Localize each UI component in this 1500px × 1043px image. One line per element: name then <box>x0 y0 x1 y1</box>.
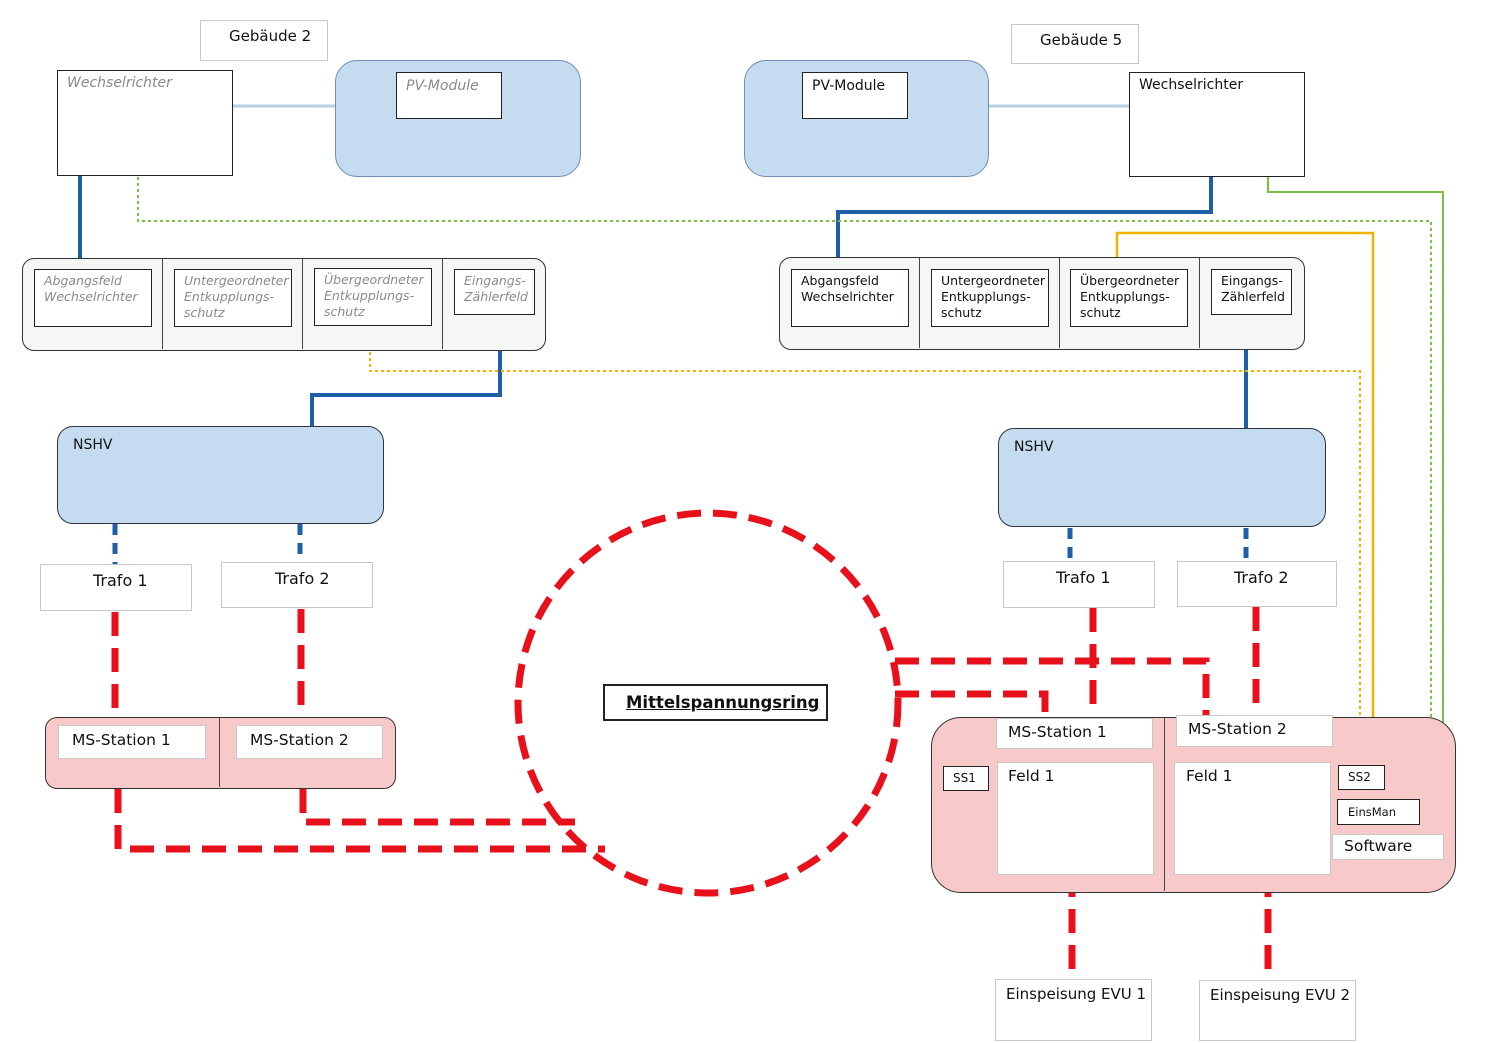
feld1-left-label: Feld 1 <box>1008 767 1055 785</box>
trafo2-left-label: Trafo 2 <box>275 569 330 588</box>
field-untergeordnet-right[interactable]: Untergeordneter Entkupplungs- schutz <box>931 269 1049 327</box>
trafo2-right[interactable]: Trafo 2 <box>1177 561 1337 607</box>
trafo1-right[interactable]: Trafo 1 <box>1003 561 1155 608</box>
lv-line-left-nshv <box>310 350 502 427</box>
ms-stations-left: MS-Station 1 MS-Station 2 <box>45 717 396 789</box>
pv-group-right: PV-Module <box>744 60 989 177</box>
ms-station2-right-label: MS-Station 2 <box>1188 720 1287 738</box>
field-label: Untergeordneter Entkupplungs- schutz <box>941 273 1046 320</box>
ss2-box[interactable]: SS2 <box>1338 765 1385 790</box>
ms-stations-right: MS-Station 1 MS-Station 2 SS1 Feld 1 Fel… <box>931 715 1456 893</box>
field-abgang-left[interactable]: Abgangsfeld Wechselrichter <box>34 269 152 327</box>
trafo1-left-label: Trafo 1 <box>93 571 148 590</box>
field-zaehler-right[interactable]: Eingangs- Zählerfeld <box>1211 269 1292 315</box>
field-uebergeordnet-right[interactable]: Übergeordneter Entkupplungs- schutz <box>1070 269 1188 327</box>
evu-feed-2-label: Einspeisung EVU 2 <box>1210 986 1351 1004</box>
mv-ring <box>514 509 902 897</box>
ss1-label: SS1 <box>953 771 976 785</box>
mv-ring-label: Mittelspannungsring <box>626 693 820 712</box>
nshv-right-label: NSHV <box>1014 439 1054 455</box>
ms-station1-right[interactable]: MS-Station 1 <box>996 718 1153 749</box>
mv-left-ms1-ring <box>114 789 605 853</box>
inverter-left[interactable]: Wechselrichter <box>57 70 233 176</box>
evu-feed-2[interactable]: Einspeisung EVU 2 <box>1199 980 1356 1041</box>
nshv-right[interactable]: NSHV <box>998 428 1326 527</box>
panel-divider <box>302 259 303 349</box>
panel-divider <box>1164 718 1165 891</box>
feld1-right-box[interactable]: Feld 1 <box>1174 762 1331 875</box>
feld1-left-box[interactable]: Feld 1 <box>997 762 1154 875</box>
mv-ring-right-inner <box>895 690 1049 716</box>
einsman-box[interactable]: EinsMan <box>1337 799 1420 825</box>
nshv-left[interactable]: NSHV <box>57 426 384 524</box>
panel-divider <box>919 258 920 348</box>
field-abgang-right[interactable]: Abgangsfeld Wechselrichter <box>791 269 909 327</box>
field-label: Eingangs- Zählerfeld <box>1221 273 1285 304</box>
panel-divider <box>442 259 443 349</box>
control-dotted-green <box>137 177 1432 833</box>
software-label: Software <box>1344 837 1413 855</box>
field-label: Untergeordneter Entkupplungs- schutz <box>184 273 289 320</box>
field-uebergeordnet-left[interactable]: Übergeordneter Entkupplungs- schutz <box>314 268 432 326</box>
evu-feed-1-label: Einspeisung EVU 1 <box>1006 985 1147 1003</box>
field-untergeordnet-left[interactable]: Untergeordneter Entkupplungs- schutz <box>174 269 292 327</box>
building-label-right: Gebäude 5 <box>1011 24 1139 64</box>
inverter-right-label: Wechselrichter <box>1139 77 1244 93</box>
ms-station2-right[interactable]: MS-Station 2 <box>1176 715 1333 747</box>
ms-station2-left-label: MS-Station 2 <box>250 731 349 749</box>
field-zaehler-left[interactable]: Eingangs- Zählerfeld <box>454 269 535 315</box>
field-label: Übergeordneter Entkupplungs- schutz <box>324 272 424 319</box>
pv-group-left: PV-Module <box>335 60 581 177</box>
lv-line-right-inverter <box>836 176 1213 270</box>
ms-station1-right-label: MS-Station 1 <box>1008 723 1107 741</box>
ms-station1-left-label: MS-Station 1 <box>72 731 171 749</box>
panel-divider <box>162 259 163 349</box>
lv-switchgear-left: Abgangsfeld Wechselrichter Untergeordnet… <box>22 258 546 351</box>
software-box[interactable]: Software <box>1332 834 1444 860</box>
building-name-right: Gebäude 5 <box>1040 31 1123 49</box>
trafo2-left[interactable]: Trafo 2 <box>221 562 373 608</box>
control-solid-green <box>1267 176 1444 833</box>
inverter-left-label: Wechselrichter <box>67 75 172 91</box>
trafo2-right-label: Trafo 2 <box>1234 568 1289 587</box>
control-solid-orange-top <box>1115 231 1375 765</box>
control-dotted-orange <box>369 328 1361 770</box>
evu-feed-1[interactable]: Einspeisung EVU 1 <box>995 979 1152 1041</box>
trafo1-left[interactable]: Trafo 1 <box>40 564 192 611</box>
ss2-label: SS2 <box>1348 770 1371 784</box>
trafo1-right-label: Trafo 1 <box>1056 568 1111 587</box>
feld1-right-label: Feld 1 <box>1186 767 1233 785</box>
field-label: Übergeordneter Entkupplungs- schutz <box>1080 273 1180 320</box>
field-label: Eingangs- Zählerfeld <box>464 273 528 304</box>
building-label-left: Gebäude 2 <box>200 20 328 61</box>
building-name-left: Gebäude 2 <box>229 27 312 45</box>
inverter-right[interactable]: Wechselrichter <box>1129 72 1305 177</box>
pv-module-left-label: PV-Module <box>406 78 479 94</box>
field-label: Abgangsfeld Wechselrichter <box>801 273 894 304</box>
pv-module-right-label: PV-Module <box>812 78 886 94</box>
pv-module-right[interactable]: PV-Module <box>802 72 908 119</box>
panel-divider <box>1059 258 1060 348</box>
mv-ring-right-outer <box>895 657 1210 716</box>
ms-station1-left[interactable]: MS-Station 1 <box>58 725 206 759</box>
field-label: Abgangsfeld Wechselrichter <box>44 273 138 304</box>
lv-switchgear-right: Abgangsfeld Wechselrichter Untergeordnet… <box>779 257 1305 350</box>
panel-divider <box>1199 258 1200 348</box>
mv-left-ms2-ring <box>299 789 575 826</box>
mv-ring-label-box: Mittelspannungsring <box>603 684 828 721</box>
pv-module-left[interactable]: PV-Module <box>396 72 502 119</box>
einsman-label: EinsMan <box>1348 805 1396 819</box>
nshv-left-label: NSHV <box>73 437 113 453</box>
ss1-box[interactable]: SS1 <box>943 766 989 791</box>
ms-station2-left[interactable]: MS-Station 2 <box>236 725 383 759</box>
panel-divider <box>219 718 220 787</box>
